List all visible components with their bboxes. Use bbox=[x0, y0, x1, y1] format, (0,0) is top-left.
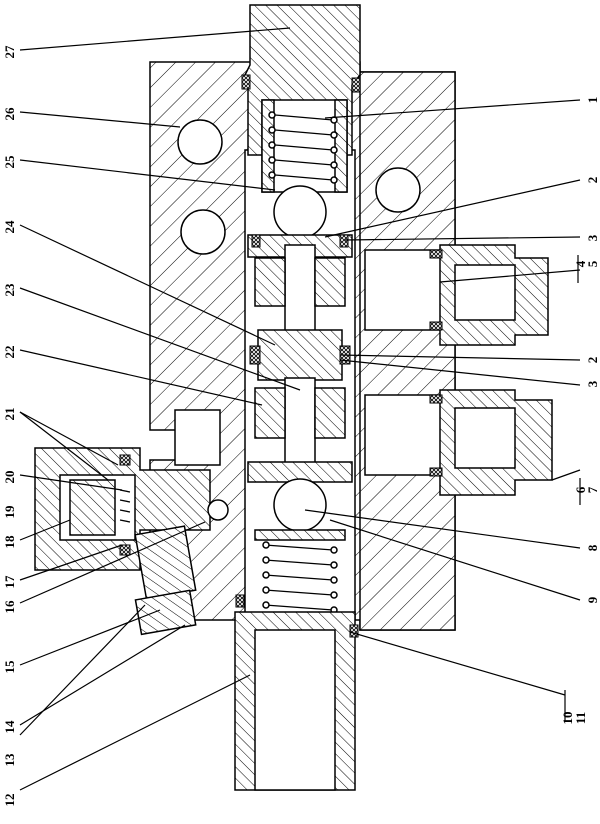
label-6: 6 bbox=[573, 486, 588, 493]
center-separator bbox=[257, 329, 343, 381]
label-8: 8 bbox=[585, 544, 600, 551]
upper-right-fitting bbox=[364, 244, 549, 346]
label-10: 10 bbox=[560, 712, 575, 725]
label-20: 20 bbox=[2, 471, 17, 484]
label-2b: 2 bbox=[585, 357, 600, 364]
label-27: 27 bbox=[2, 45, 17, 59]
lower-check-ball bbox=[273, 478, 327, 532]
label-24: 24 bbox=[2, 220, 17, 234]
lower-plunger bbox=[247, 377, 353, 483]
label-26: 26 bbox=[2, 107, 17, 121]
label-1: 1 bbox=[585, 97, 600, 104]
label-11: 11 bbox=[573, 712, 588, 724]
label-4: 4 bbox=[573, 260, 588, 267]
label-16: 16 bbox=[2, 600, 17, 614]
label-2a: 2 bbox=[585, 177, 600, 184]
label-13: 13 bbox=[2, 753, 17, 767]
label-7: 7 bbox=[585, 486, 600, 493]
label-17: 17 bbox=[2, 575, 17, 589]
label-23: 23 bbox=[2, 283, 17, 297]
left-relief-valve bbox=[34, 409, 229, 571]
top-spring bbox=[261, 99, 348, 193]
label-9: 9 bbox=[585, 596, 600, 603]
callout-labels-right: 1 2 3 4 5 2 3 6 7 8 9 10 11 bbox=[560, 97, 600, 725]
lower-right-fitting bbox=[364, 389, 553, 496]
body-passage-holes bbox=[177, 119, 421, 255]
top-check-ball bbox=[273, 185, 327, 239]
label-12: 12 bbox=[2, 794, 17, 807]
callout-labels-left: 27 26 25 24 23 22 21 20 19 18 17 16 15 1… bbox=[2, 45, 17, 807]
label-3a: 3 bbox=[585, 234, 600, 241]
label-18: 18 bbox=[2, 535, 17, 549]
label-14: 14 bbox=[2, 720, 17, 734]
bottom-plug bbox=[234, 611, 356, 791]
lower-spring bbox=[254, 529, 346, 614]
bleeder-screw bbox=[134, 525, 197, 636]
label-25: 25 bbox=[2, 155, 17, 169]
bore-seals bbox=[235, 74, 361, 638]
label-5: 5 bbox=[585, 260, 600, 267]
label-19: 19 bbox=[2, 505, 17, 519]
label-3b: 3 bbox=[585, 380, 600, 387]
label-22: 22 bbox=[2, 346, 17, 359]
upper-plunger bbox=[247, 234, 353, 336]
label-15: 15 bbox=[2, 660, 17, 674]
label-21: 21 bbox=[2, 408, 17, 421]
leader-lines-right bbox=[304, 99, 581, 722]
center-seal-left bbox=[249, 345, 261, 365]
leader-lines-left bbox=[19, 27, 301, 791]
